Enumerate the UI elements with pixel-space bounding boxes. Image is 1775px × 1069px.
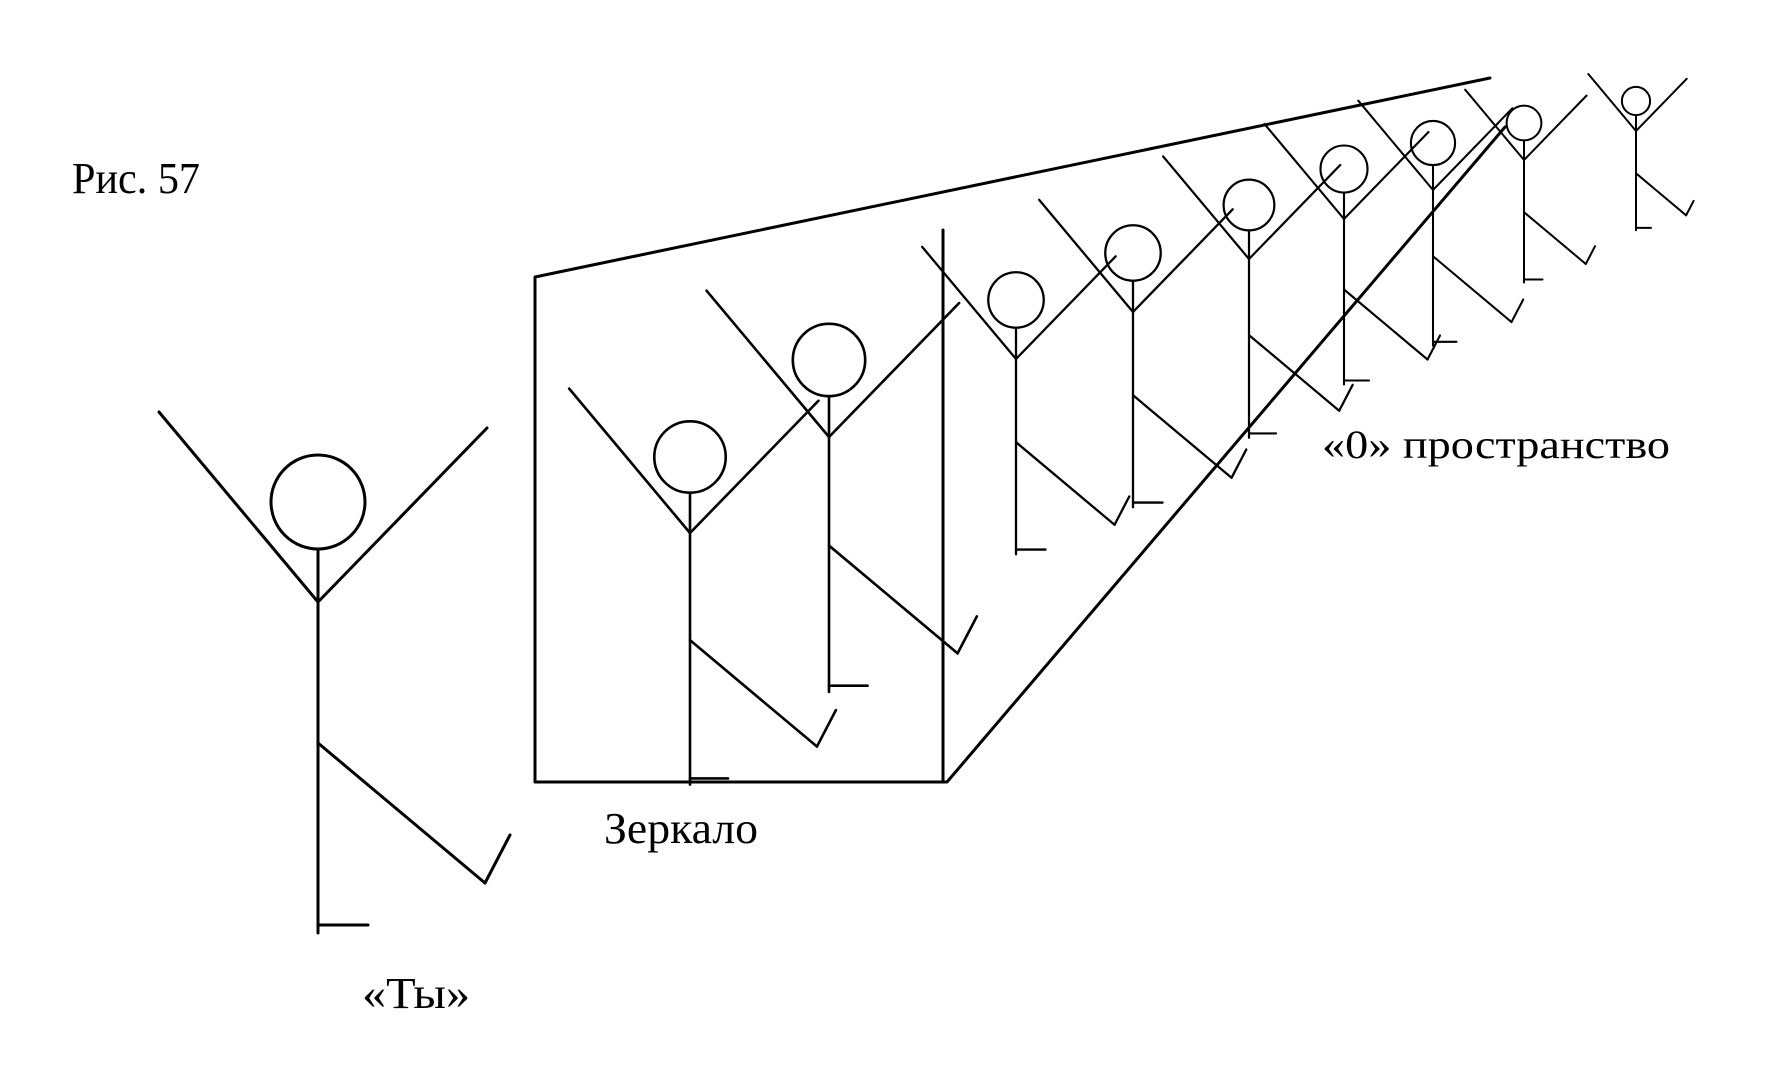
reflection-stick-figure bbox=[705, 289, 979, 694]
reflection-stick-figure bbox=[567, 387, 838, 786]
mirror-frame bbox=[533, 76, 1507, 784]
reflection-stick-figure bbox=[1038, 198, 1248, 509]
reflection-stick-figure bbox=[1357, 99, 1525, 347]
reflection-stick-figure bbox=[1587, 73, 1695, 232]
reflection-stick-figure bbox=[921, 245, 1131, 556]
you-stick-figure bbox=[157, 410, 512, 935]
mirror-label: Зеркало bbox=[604, 804, 758, 853]
figure-caption: Рис. 57 bbox=[72, 154, 200, 203]
zero-space-label: «0» пространство bbox=[1322, 422, 1670, 467]
reflection-stick-figure bbox=[1162, 155, 1354, 439]
mirror-outline bbox=[533, 76, 1507, 784]
reflection-stick-figure bbox=[1464, 88, 1597, 284]
reflection-figures bbox=[567, 73, 1695, 786]
you-label: «Ты» bbox=[362, 969, 470, 1018]
reflection-stick-figure bbox=[1263, 122, 1442, 386]
